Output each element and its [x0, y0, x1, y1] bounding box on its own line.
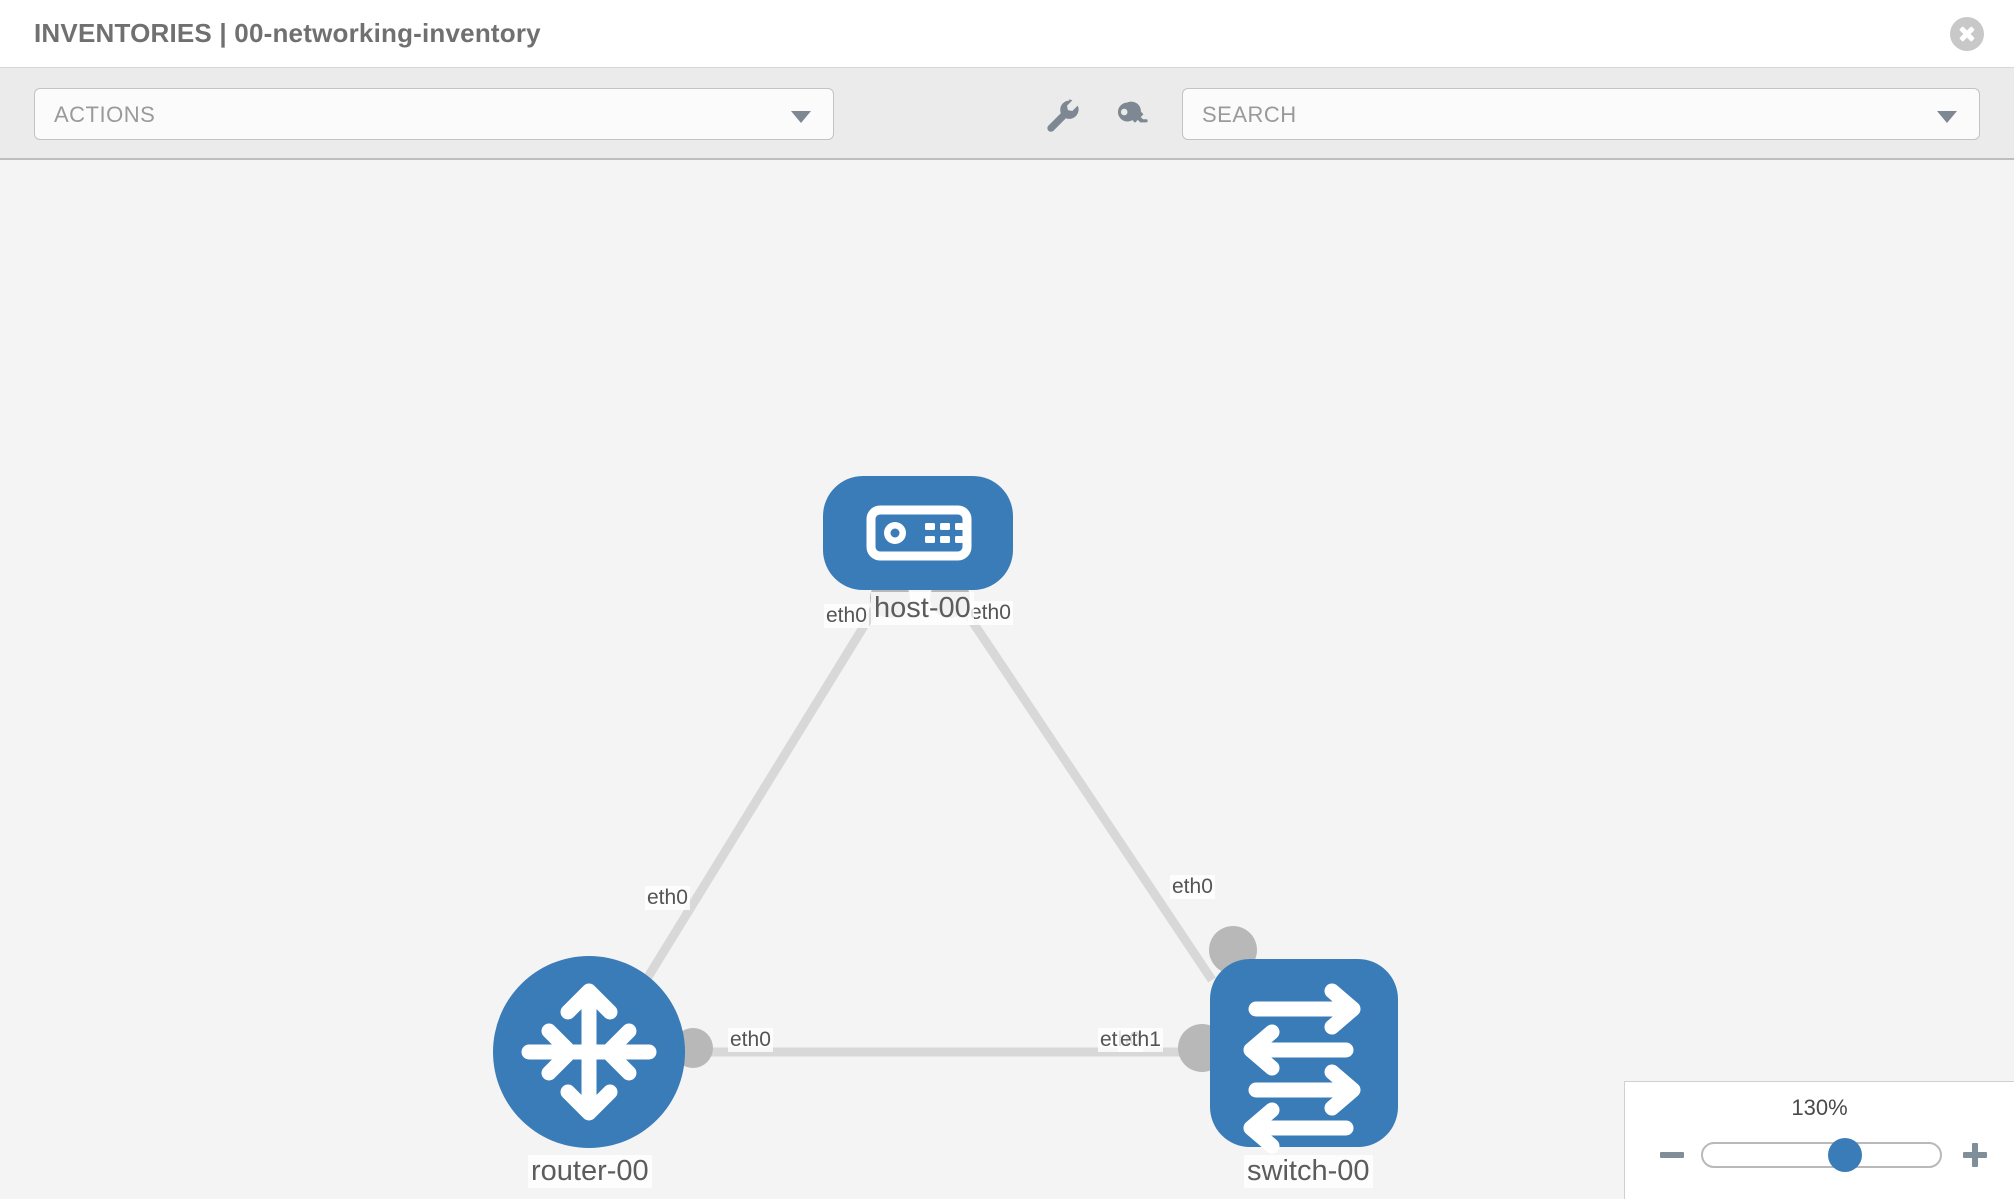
actions-dropdown[interactable]: ACTIONS [34, 88, 834, 140]
node-switch-00[interactable] [1210, 959, 1398, 1147]
zoom-level-label: 130% [1791, 1095, 1848, 1120]
chevron-down-icon [1937, 111, 1957, 123]
server-icon [866, 505, 972, 561]
topology-canvas[interactable]: eth0 eth0 eth0 eth0 eth0 eth0 eth1 host-… [0, 160, 2014, 1199]
router-icon [521, 983, 657, 1121]
zoom-in-button[interactable] [1958, 1138, 1992, 1172]
toolbar: ACTIONS SEARCH [0, 68, 2014, 160]
node-host-00[interactable] [823, 476, 1013, 590]
zoom-slider-row [1625, 1134, 2014, 1178]
link-host-router [636, 597, 884, 993]
node-router-00 [493, 956, 685, 1148]
zoom-slider-thumb[interactable] [1828, 1138, 1863, 1172]
search-placeholder: SEARCH [1202, 102, 1297, 127]
page-header: INVENTORIES | 00-networking-inventory [0, 0, 2014, 68]
wrench-icon[interactable] [1040, 94, 1084, 138]
actions-dropdown-label: ACTIONS [54, 102, 156, 127]
switch-icon [1243, 983, 1361, 1154]
close-icon[interactable] [1950, 17, 1984, 51]
zoom-out-button[interactable] [1655, 1138, 1689, 1172]
node-switch-00 [1210, 959, 1398, 1154]
topology-ports [673, 578, 1257, 1072]
node-host-00 [823, 476, 1013, 590]
key-icon[interactable] [1110, 94, 1154, 138]
chevron-down-icon [791, 111, 811, 123]
topology-links [636, 597, 1216, 1057]
zoom-slider[interactable] [1701, 1138, 1942, 1172]
search-input[interactable]: SEARCH [1182, 88, 1980, 140]
zoom-control-panel: 130% [1624, 1081, 2014, 1199]
topology-graph [493, 476, 1398, 1154]
page-title: INVENTORIES | 00-networking-inventory [34, 18, 541, 48]
node-router-00[interactable] [493, 956, 685, 1148]
link-host-switch [954, 597, 1216, 983]
